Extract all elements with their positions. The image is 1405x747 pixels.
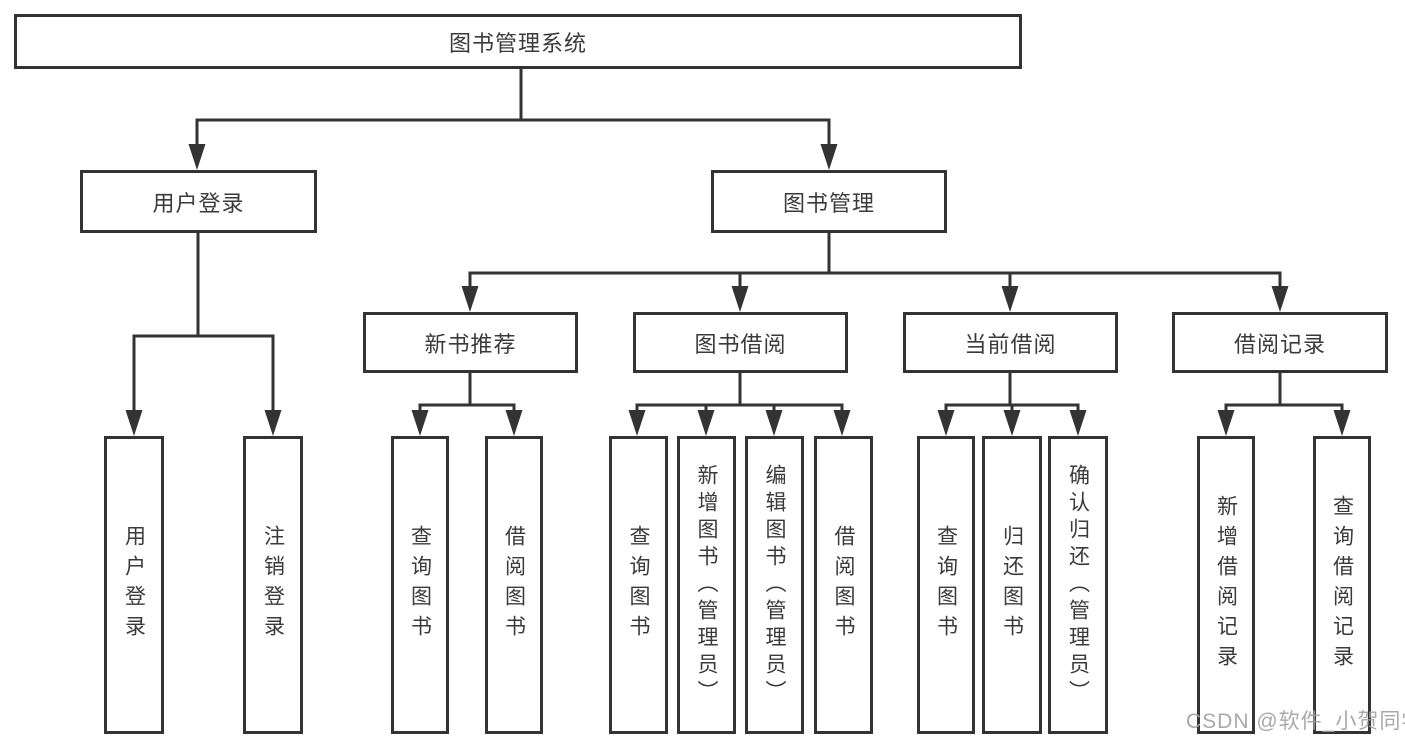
node-borrow-records: 借阅记录 xyxy=(1172,312,1388,373)
edge-borrow-records-to-leaves xyxy=(1217,373,1351,436)
node-root-label: 图书管理系统 xyxy=(448,30,587,56)
node-user-login-label: 用户登录 xyxy=(152,190,245,216)
leaf-add-books-admin: 新增图书（管理员） xyxy=(677,436,736,734)
leaf-borrow-borrow-books: 借阅图书 xyxy=(814,436,873,734)
leaf-logout: 注销登录 xyxy=(243,436,303,734)
leaf-user-login: 用户登录 xyxy=(104,436,164,734)
leaf-confirm-return-admin: 确认归还（管理员） xyxy=(1048,436,1108,734)
edge-book-borrow-to-leaves xyxy=(628,373,851,436)
leaf-newrec-borrow-books: 借阅图书 xyxy=(485,436,543,734)
edge-root-to-level2 xyxy=(188,68,838,170)
leaf-return-books: 归还图书 xyxy=(982,436,1042,734)
node-new-book-recommend: 新书推荐 xyxy=(363,312,578,373)
node-book-management: 图书管理 xyxy=(711,170,947,233)
edge-current-borrow-to-leaves xyxy=(937,373,1087,436)
node-current-borrow-label: 当前借阅 xyxy=(964,331,1057,357)
leaf-current-query-books: 查询图书 xyxy=(917,436,975,734)
node-book-borrow: 图书借阅 xyxy=(633,312,848,373)
leaf-borrow-query-books: 查询图书 xyxy=(609,436,668,734)
leaf-add-borrow-record: 新增借阅记录 xyxy=(1197,436,1255,734)
node-user-login: 用户登录 xyxy=(80,170,317,233)
leaf-newrec-query-books: 查询图书 xyxy=(391,436,449,734)
node-new-book-recommend-label: 新书推荐 xyxy=(424,331,517,357)
node-current-borrow: 当前借阅 xyxy=(903,312,1118,373)
edge-new-book-recommend-to-leaves xyxy=(411,373,523,436)
node-book-management-label: 图书管理 xyxy=(782,190,875,216)
node-root: 图书管理系统 xyxy=(14,14,1022,69)
edge-book-management-to-level3 xyxy=(461,233,1289,312)
leaf-edit-books-admin: 编辑图书（管理员） xyxy=(745,436,804,734)
csdn-watermark: CSDN @软件_小贺同学 xyxy=(1186,710,1405,733)
node-book-borrow-label: 图书借阅 xyxy=(694,331,787,357)
edge-user-login-to-leaves xyxy=(125,233,282,436)
leaf-query-borrow-record: 查询借阅记录 xyxy=(1313,436,1371,734)
node-borrow-records-label: 借阅记录 xyxy=(1233,331,1326,357)
